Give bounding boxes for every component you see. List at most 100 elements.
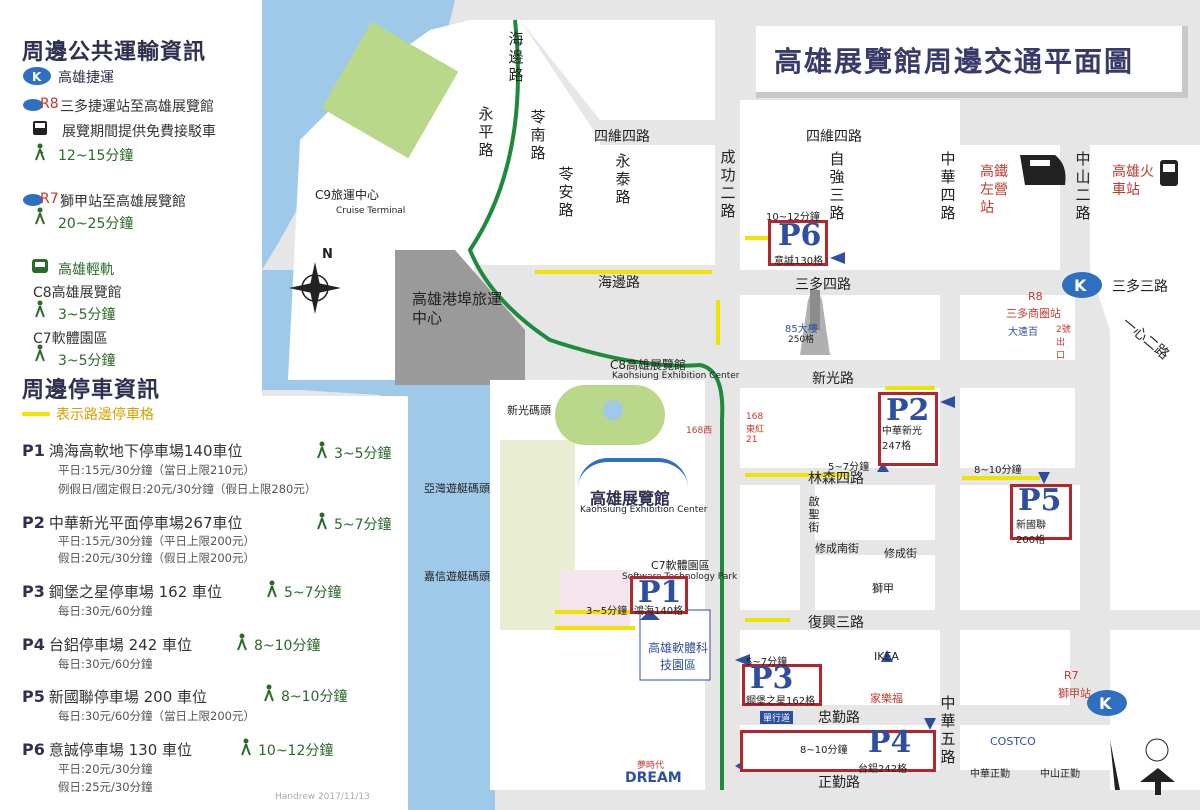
hsr-label: 高鐵左營站 <box>980 164 1008 216</box>
road-siwei-left: 四維四路 <box>594 129 650 145</box>
parking-marker-p4[interactable] <box>740 730 936 772</box>
parking-marker-p2[interactable] <box>878 392 938 466</box>
r8-route: 三多捷運站至高雄展覽館 <box>60 99 214 115</box>
walk-icon <box>35 300 45 318</box>
exit-2-label: 2號出口 <box>1056 325 1071 361</box>
parking-rate-p1-1: 平日:15元/30分鐘（當日上限210元） <box>58 463 255 477</box>
c8-label: C8高雄展覽館 <box>33 285 122 301</box>
shijia-label: 獅甲 <box>872 582 894 595</box>
parking-marker-p4-label: P4 <box>868 725 912 760</box>
walk-icon <box>241 738 251 756</box>
yawan-pier-label: 亞灣遊艇碼頭 <box>424 482 490 495</box>
light-rail-line <box>467 19 725 790</box>
mrt-logo-r7: K <box>1087 690 1127 716</box>
parking-marker-p6[interactable] <box>768 220 828 266</box>
parking-walk-p3: 5~7分鐘 <box>284 585 342 601</box>
r7-station-name: 獅甲站 <box>1058 687 1091 700</box>
road-yongtai: 永泰路 <box>615 152 631 206</box>
parking-marker-p2-label: P2 <box>886 393 930 428</box>
exhibition-hall-label: 高雄展覽館 <box>590 489 671 508</box>
road-lingnan: 苓南路 <box>530 108 546 162</box>
parking-walk-p6: 10~12分鐘 <box>258 743 334 759</box>
one-way-sign: 單行道 <box>760 711 794 724</box>
transit-heading: 周邊公共運輸資訊 <box>22 40 207 65</box>
road-zhongshan2: 中山二路 <box>1075 150 1091 222</box>
mrt-label: 高雄捷運 <box>58 70 114 86</box>
parking-walk-p1: 3~5分鐘 <box>334 446 392 462</box>
dream-mall-logo: DREAM <box>625 770 682 786</box>
parking-marker-p3[interactable] <box>742 664 822 706</box>
ship-icon <box>290 355 330 378</box>
curb-legend-swatch <box>22 412 50 416</box>
exhibition-hall-english: Kaohsiung Exhibition Center <box>580 505 708 515</box>
parking-marker-p2-walk: 5~7分鐘 <box>828 462 870 473</box>
parking-marker-p5-label: P5 <box>1018 483 1062 518</box>
road-sanduo4: 三多四路 <box>795 277 851 293</box>
road-chenggong: 成功二路 <box>720 148 736 220</box>
walk-icon <box>317 441 327 459</box>
carrefour-label: 家樂福 <box>870 692 903 705</box>
c8-station-label: C8高雄展覽館 <box>610 358 687 372</box>
r8-station-name: 三多商圈站 <box>1006 307 1061 320</box>
zhonghua-zhengqin-label: 中華正勤 <box>970 769 1010 780</box>
c7-walk-time: 3~5分鐘 <box>58 353 116 369</box>
road-ziqiang: 自強三路 <box>829 150 845 222</box>
tower-85-label: 85大樓 <box>785 324 818 335</box>
parking-rate-p4-1: 每日:30元/60分鐘 <box>58 657 153 671</box>
c9-english: Cruise Terminal <box>336 206 406 216</box>
north-arrow <box>1110 738 1169 790</box>
xinguang-pier-label: 新光碼頭 <box>507 404 551 417</box>
road-fuxing3: 復興三路 <box>808 615 864 631</box>
mrt-small-icon <box>23 99 43 111</box>
lrt-label: 高雄輕軌 <box>58 262 114 278</box>
walk-icon <box>267 580 277 598</box>
walk-icon <box>35 143 45 161</box>
ikea-label: IKEA <box>874 650 899 663</box>
parking-marker-p3-walk: 5~7分鐘 <box>746 657 788 668</box>
bus-168-label: 168東紅21 <box>746 412 765 445</box>
parking-heading: 周邊停車資訊 <box>22 378 161 403</box>
parking-marker-p3-caption: 鋼堡之星162格 <box>746 696 816 707</box>
parking-marker-p1[interactable] <box>630 576 688 614</box>
parking-rate-p2-2: 假日:20元/30分鐘（假日上限200元） <box>58 551 255 565</box>
r7-station-code: R7 <box>1064 669 1079 682</box>
road-zhongqin: 忠勤路 <box>818 710 860 726</box>
costco-label: COSTCO <box>990 735 1036 748</box>
mrt-logo-r8: K <box>1062 272 1102 298</box>
walk-icon <box>237 633 247 651</box>
mrt-small-icon <box>23 194 43 206</box>
road-zhengqin: 正勤路 <box>818 775 860 791</box>
r8-walk-time: 12~15分鐘 <box>58 148 134 164</box>
harbor-label: 高雄港 <box>340 358 382 374</box>
parking-marker-p4-walk: 8~10分鐘 <box>800 745 848 756</box>
port-green <box>321 21 459 159</box>
r8-station-code: R8 <box>1028 290 1043 303</box>
light-rail-icon <box>32 259 48 273</box>
road-zhonghua4: 中華四路 <box>940 150 956 222</box>
road-siwei-right: 四維四路 <box>806 129 862 145</box>
road-xinguang: 新光路 <box>812 371 854 387</box>
parking-marker-p5[interactable] <box>1010 484 1072 540</box>
c7-station-label: C7軟體園區 <box>651 559 710 572</box>
parking-rate-p1-2: 例假日/國定假日:20元/30分鐘（假日上限280元） <box>58 482 317 496</box>
road-sanduo3: 三多三路 <box>1112 279 1168 295</box>
svg-text:K: K <box>1074 276 1087 295</box>
c8-station-english: Kaohsiung Exhibition Center <box>612 371 740 381</box>
r7-code: R7 <box>40 191 59 207</box>
road-xiucheng-south: 修成南街 <box>815 542 859 555</box>
parking-marker-p5-walk: 8~10分鐘 <box>974 465 1022 476</box>
r7-route: 獅甲站至高雄展覽館 <box>60 194 186 210</box>
software-park-label: 高雄軟體科技園區 <box>648 641 709 672</box>
parking-marker-p3-label: P3 <box>750 661 794 696</box>
train-icon <box>1160 160 1178 186</box>
legend-panel-lower <box>0 396 408 810</box>
parking-rate-p3-1: 每日:30元/60分鐘 <box>58 604 153 618</box>
parking-rate-p2-1: 平日:15元/30分鐘（平日上限200元） <box>58 534 255 548</box>
road-haibian: 海邊路 <box>598 275 640 291</box>
parking-marker-p1-label: P1 <box>638 575 682 610</box>
bus-icon <box>33 121 47 135</box>
